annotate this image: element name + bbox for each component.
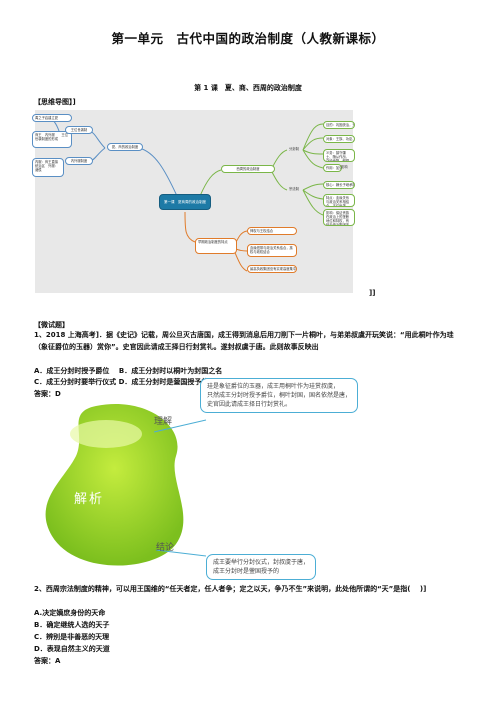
analysis-blob-highlight <box>70 420 142 448</box>
analysis-line-1 <box>153 419 207 433</box>
mindmap-label: 【思维导图】] <box>34 98 76 106</box>
question-2-option-d: D．表现自然主义的天道 <box>34 645 110 653</box>
connector-center-b1 <box>138 147 178 197</box>
mindmap-leaf-b1-2: 商王 内外服 王位世袭制度的形成 <box>32 131 72 148</box>
question-2-option-c: C．辨别是非善恶的天理 <box>34 633 110 641</box>
question-2-option-b: B．确定继统人选的天子 <box>34 621 110 629</box>
connector-c2-leaf7 <box>302 189 324 200</box>
connector-c2-leaf8 <box>302 189 324 216</box>
connector-c1-leaf4 <box>302 149 324 169</box>
analysis-blob <box>45 404 207 566</box>
analysis-tag-understand: 理解 <box>154 417 173 427</box>
analysis-box-understand: 珪是象征爵位的玉器，成王用桐叶作为珪赏叔虞， 只然成王分封时授予爵位，桐叶封国，… <box>200 378 359 413</box>
question-1-answer: 答案：D <box>34 390 61 398</box>
question-2-option-a: A.决定嫡庶身份的天命 <box>34 609 106 617</box>
analysis-box-line-3: 史官因此请成王择日行封赏礼。 <box>207 401 292 408</box>
connector-c1-leafs <box>302 123 324 151</box>
mindmap-leaf-b2-8: 影响：保证贵族在政治上的垄断地位和特权，有利于统治集团内部的稳定和团结 <box>323 209 355 226</box>
mindmap-leaf-b2-3: 义务：镇守疆土、随从作战、交纳贡物、朝觐述职 <box>323 149 355 162</box>
analysis-line-2 <box>155 549 207 557</box>
connector-c2-leaf6 <box>302 183 324 191</box>
analysis-box-line-4: 成王要举行分封仪式，封叔虞于唐， <box>213 559 310 566</box>
connector-c1-leaf2 <box>302 137 324 151</box>
analysis-graphic: 解析 理解 结论 珪是象征爵位的玉器，成王用桐叶作为珪赏叔虞， 只然成王分封时授… <box>36 376 392 586</box>
analysis-core-label: 解析 <box>74 492 105 507</box>
question-2-stem: 2、西周宗法制度的精神，可以用王国维的“任天者定，任人者争；定之以天，争乃不生”… <box>34 585 427 593</box>
mindmap-end-label: ]] <box>369 289 376 297</box>
mindmap-child-b1-2: 内外服制度 <box>65 157 93 165</box>
analysis-blob-shape <box>45 404 184 566</box>
mindmap-leaf-b3-3: 最高执政集团没有实现高度集中 <box>247 265 297 273</box>
connector-c1-leaf3 <box>302 149 324 155</box>
mindmap-leaf-b2-2: 对象：王族、功臣、先代贵族 <box>323 135 355 143</box>
analysis-box-conclusion: 成王要举行分封仪式，封叔虞于唐， 成王分封时是蓥国授予的 <box>206 554 317 580</box>
connector-b1-c1 <box>88 130 106 149</box>
mindmap-center: 第一课 夏商周的政治制度 <box>159 194 211 210</box>
connector-b2-c2 <box>270 169 288 191</box>
analysis-box-line-5: 成王分封时是蓥国授予的 <box>213 568 280 575</box>
unit-title: 第一单元 古代中国的政治制度（人教新课标） <box>111 31 385 46</box>
mindmap-leaf-b2-1: 目的：巩固统治，开发边疆 <box>323 121 355 129</box>
question-1-stem: 1、2018 上海高考]．据《史记》记载，周公旦灭古唐国，成王得到消息后用刀削下… <box>34 331 454 351</box>
mindmap-child-b2-2: 宗法制 <box>289 187 299 191</box>
question-1-options-ab: A．成王分封时授予爵位 B．成王分封时以桐叶为封国之名 <box>34 367 223 375</box>
question-1-options-cd: C．成王分封时要举行仪式 D．成王分封时是蓥国授予的 <box>34 378 209 386</box>
analysis-box-line-2: 只然成王分封时授予爵位，桐叶封国，国名依然是唐， <box>207 392 352 399</box>
mindmap-branch-2: 西周的政治制度 <box>221 165 275 173</box>
mindmap-leaf-b2-4: 作用：加强了统治 <box>323 164 342 172</box>
mindmap-child-b2-1: 分封制 <box>289 147 299 151</box>
practice-label: 【微试题】 <box>34 321 69 329</box>
question-2-answer: 答案：A <box>34 657 61 665</box>
connector-center-b2 <box>199 169 222 197</box>
mindmap-branch-1: 夏、商的政治制度 <box>107 143 143 151</box>
mindmap-leaf-b1-1: 禹之子启建立夏 <box>32 114 72 122</box>
mindmap-branch-3: 早期政治制度的特点 <box>195 238 237 254</box>
mindmap-leaf-b2-7: 特点：血缘关系与政治关系相结合 王位世袭 族权与政权结合 <box>323 194 355 207</box>
connector-center-b3 <box>184 211 196 243</box>
mindmap-child-b1-1: 王位世袭制 <box>65 126 93 134</box>
mindmap-leaf-b3-1: 神权与王权结合 <box>247 227 297 235</box>
mindmap-leaf-b2-6: 核心：嫡长子继承制保证贵族特权 <box>323 181 355 189</box>
mindmap-leaf-b1-3: 内服：商王直接统治区 外服：诸侯 <box>32 158 64 177</box>
lesson-title: 第 1 课 夏、商、西周的政治制度 <box>194 84 302 92</box>
mindmap: 禹之子启建立夏 商王 内外服 王位世袭制度的形成 内服：商王直接统治区 外服：诸… <box>32 110 355 293</box>
mindmap-leaf-b2-5: 影响 <box>341 165 348 169</box>
mindmap-leaf-b3-2: 血缘纽带与政治关系结合，族权与政权结合 <box>247 244 297 257</box>
analysis-tag-conclusion: 结论 <box>156 543 175 553</box>
analysis-box-line-1: 珪是象征爵位的玉器，成王用桐叶作为珪赏叔虞， <box>207 383 340 390</box>
